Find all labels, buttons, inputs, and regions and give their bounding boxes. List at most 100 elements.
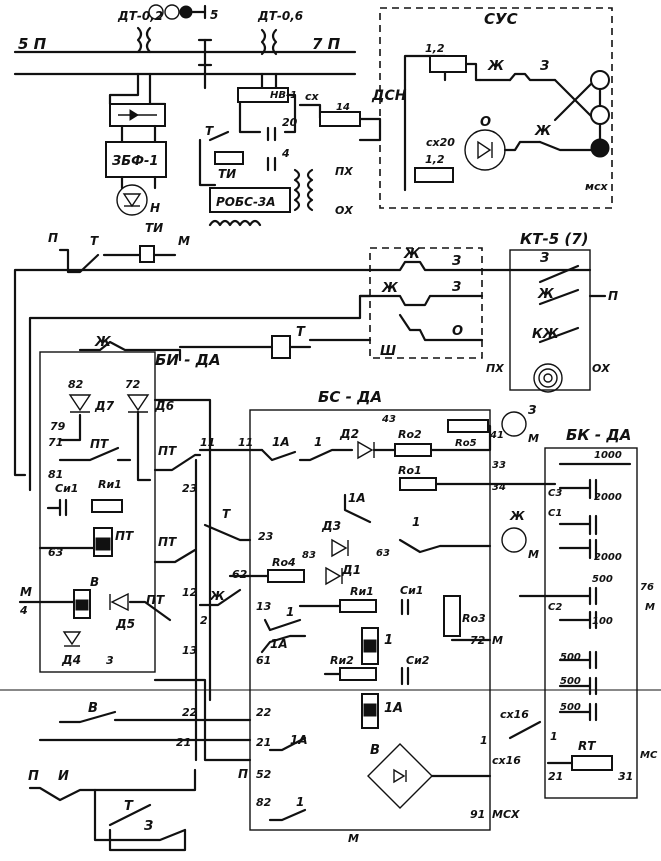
lamp-icon	[148, 4, 164, 20]
bs-pt2: ПТ	[158, 535, 177, 549]
bi-82: 82	[68, 378, 84, 391]
bs-2: 2	[200, 614, 208, 627]
bottom-p: П	[28, 769, 39, 784]
sus-block: СУС 1,2 Ж З 1,2 сх20 О Ж мсх	[379, 7, 613, 209]
sh-block: Ж З Ж З О Ш	[358, 247, 484, 359]
bi-zh: Ж	[94, 335, 112, 350]
ti-label: ТИ	[218, 167, 236, 181]
bk-c500a: 500	[592, 574, 613, 585]
bs-11b: 11	[238, 436, 253, 449]
kt-ox: ОХ	[592, 362, 610, 375]
ct-label-dt06: ДТ-0,6	[257, 9, 303, 23]
bs-ri1: Rи1	[350, 585, 374, 598]
dsn-label: ДСН	[371, 88, 407, 104]
bs-block: БС - ДА 43 ПТ 11 11 1А 1 Д2 Rо2 Rо5 41 З…	[38, 388, 557, 845]
top-section: 5 П 7 П ДТ-0,2 5 ДТ-0,6 ЗБФ-1 Н	[13, 4, 407, 227]
sus-r1-label: 1,2	[425, 42, 445, 55]
bk-m: М	[645, 602, 655, 613]
cap-4-label: 4	[281, 147, 290, 160]
bk-rt: RТ	[578, 739, 596, 753]
kt-zh: Ж	[537, 287, 555, 302]
bs-m4: М	[348, 832, 359, 845]
bk-c1000: 1000	[594, 450, 622, 461]
lamp-icon	[179, 5, 193, 19]
bi-pt2: ПТ	[115, 529, 134, 543]
bi-ci1: Си1	[55, 482, 78, 495]
bk-c2000a: 2000	[594, 492, 622, 503]
bi-ri1: Rи1	[98, 478, 122, 491]
r14-label: 14	[336, 102, 350, 113]
legend-m: М	[178, 234, 190, 248]
bs-z-motor: З	[528, 403, 537, 417]
bs-s13: 1	[286, 605, 294, 619]
zbf1-label: ЗБФ-1	[112, 154, 158, 169]
bi-79: 79	[50, 420, 66, 433]
sus-o-label: О	[480, 115, 491, 130]
sh-o: О	[452, 324, 463, 339]
bi-title: БИ - ДА	[155, 351, 221, 369]
bk-c2: С2	[548, 602, 562, 613]
sus-z1-label: З	[540, 59, 549, 74]
bi-d6: Д6	[154, 399, 174, 413]
bottom-t: Т	[124, 799, 134, 814]
bs-s14: 1	[296, 795, 304, 809]
sus-msx-label: мсх	[585, 180, 609, 193]
lamp-icon	[164, 4, 180, 20]
bk-c2000b: 2000	[594, 552, 622, 563]
bottom-z: З	[144, 819, 153, 834]
ct-label-dt02: ДТ-0,2	[117, 9, 163, 23]
bk-mc: МС	[640, 750, 658, 761]
bs-k1a: 1А	[384, 701, 403, 716]
bs-ri2: Rи2	[330, 654, 354, 667]
bs-k1: 1	[384, 633, 393, 648]
bi-block: БИ - ДА Ж Т 82 72 Д7 Д6 79 71 ПТ 81 Си1 …	[18, 325, 312, 673]
legend-t: Т	[90, 234, 99, 248]
bs-b2: В	[370, 743, 380, 758]
bs-ro4: Rо4	[272, 556, 296, 569]
bs-b: В	[88, 701, 98, 716]
bk-title: БК - ДА	[566, 426, 631, 444]
bi-71: 71	[48, 436, 63, 449]
bs-zh: Ж	[209, 589, 225, 603]
bi-pt3: ПТ	[146, 593, 165, 607]
bs-41: 41	[489, 430, 504, 441]
ox-label: ОХ	[335, 204, 353, 217]
t-contact-label: Т	[205, 124, 214, 138]
bk-cx16: сх16	[500, 708, 529, 721]
nv1-label: НВ-1	[270, 90, 297, 101]
bs-s1a: 1А	[272, 435, 290, 449]
bs-91: 91	[470, 808, 485, 821]
bk-c500d: 500	[560, 702, 581, 713]
bs-ro1: Rо1	[398, 464, 422, 477]
bs-23a: 23	[182, 482, 198, 495]
bs-21a: 21	[176, 736, 191, 749]
indicator-n-label: Н	[150, 201, 160, 215]
terminal-5-label: 5	[210, 8, 218, 22]
bs-ro2: Rо2	[398, 428, 422, 441]
bs-s12: 1	[412, 515, 420, 529]
bs-s1: 1	[314, 435, 322, 449]
bi-t: Т	[296, 325, 306, 340]
bk-c1: С1	[548, 508, 562, 519]
bs-11a: 11	[200, 436, 215, 449]
robs-label: РОБС-3А	[216, 195, 276, 209]
bk-c500b: 500	[560, 652, 581, 663]
bs-m2: М	[528, 548, 539, 561]
bs-33: 33	[492, 460, 506, 471]
cx-label: сх	[305, 90, 320, 103]
sh-zh2: Ж	[381, 281, 399, 296]
bs-ro5: Rо5	[455, 438, 477, 449]
legend-p: П	[48, 231, 58, 245]
bs-22a: 22	[182, 706, 198, 719]
bs-61: 61	[256, 654, 271, 667]
sus-title: СУС	[484, 10, 518, 28]
sus-zh2-label: Ж	[534, 124, 552, 139]
bi-pt1: ПТ	[90, 437, 109, 451]
bk-76: 76	[640, 582, 654, 593]
bs-ci1: Си1	[400, 584, 423, 597]
bs-pt1: ПТ	[158, 444, 177, 458]
bs-12: 12	[182, 586, 198, 599]
sh-label: Ш	[380, 344, 396, 359]
bi-3: 3	[106, 654, 114, 667]
